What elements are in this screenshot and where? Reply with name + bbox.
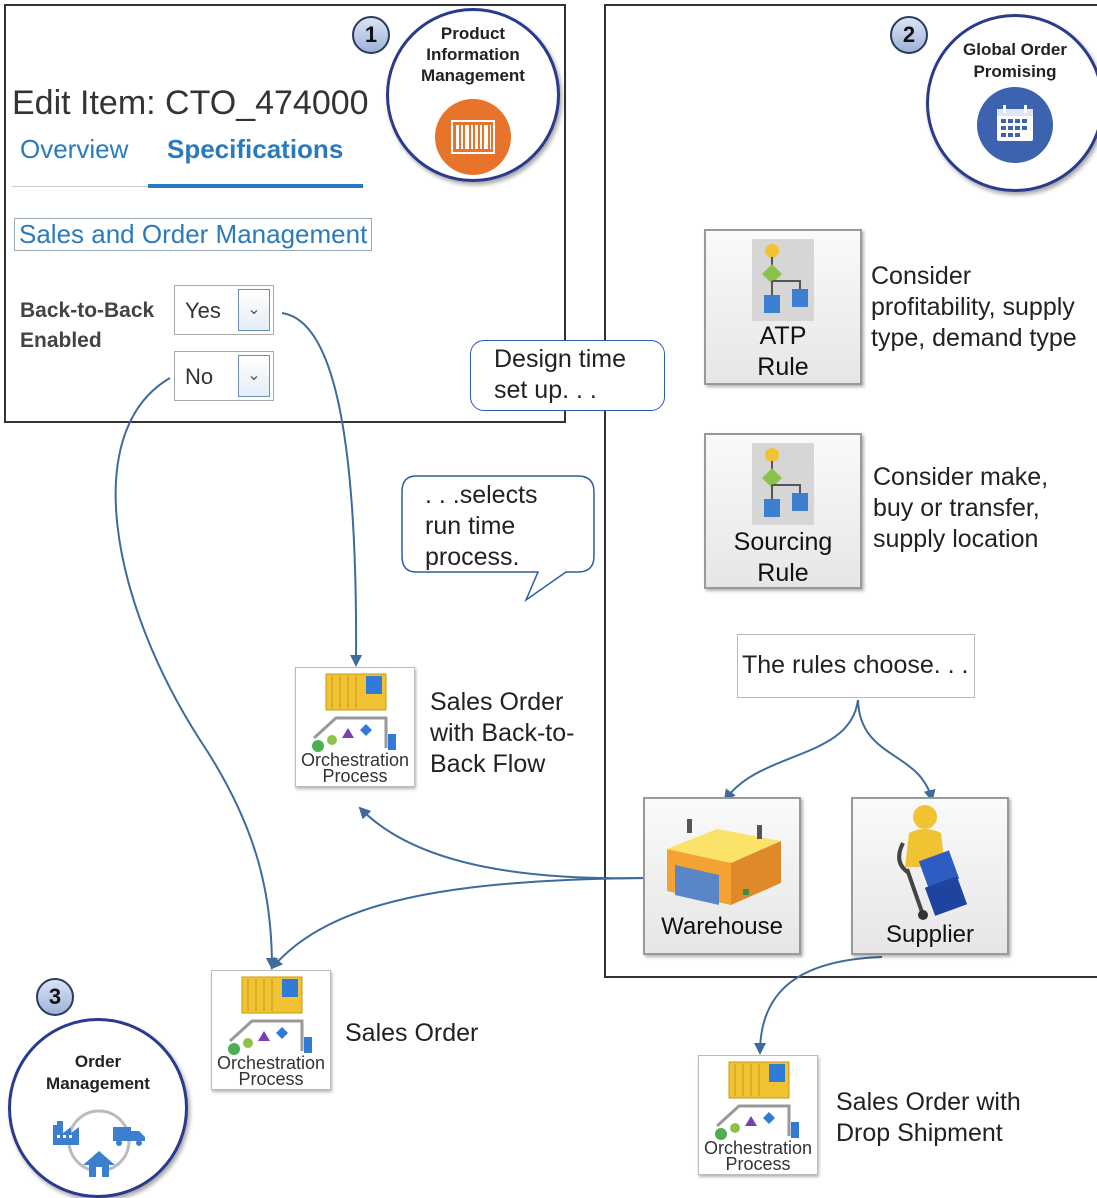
desc-line: supply location [873,525,1039,553]
callout-line: process. [425,543,520,571]
orchestration-process-sales-order: Orchestration Process [211,970,331,1090]
rule-flow-icon [752,443,814,525]
calendar-icon [977,87,1053,163]
supplier-icon [897,805,968,920]
title-line: with Back-to- [430,719,575,747]
desc-line: Consider [871,262,972,290]
arrow-yes-to-b2b [281,312,363,667]
rule-label: Rule [757,353,809,381]
page-title: Edit Item: CTO_474000 [12,84,369,122]
barcode-icon [435,99,511,175]
callout-line: Design time [494,345,626,373]
section-sales-order-management[interactable]: Sales and Order Management [14,218,373,251]
om-badge-line: Order [74,1052,122,1071]
atp-rule-description: Consider profitability, supply type, dem… [871,261,1077,354]
callout-line: run time [425,512,516,540]
arrow-supplier-to-dropship [754,956,883,1055]
supplier-label: Supplier [885,921,975,948]
orchestration-icon [715,1061,799,1140]
pim-badge: Product Information Management [386,8,560,182]
desc-line: Consider make, [873,463,1049,491]
orchestration-process-drop-ship: Orchestration Process [698,1055,818,1175]
rule-label: Rule [757,559,809,587]
title-line: Drop Shipment [836,1119,1003,1147]
orchestration-b2b-title: Sales Order with Back-to- Back Flow [430,687,574,780]
orchestration-drop-ship-title: Sales Order with Drop Shipment [836,1087,1021,1149]
tab-overview[interactable]: Overview [20,134,129,164]
om-badge: Order Management [8,1018,188,1198]
desc-line: profitability, supply [871,293,1075,321]
orch-label: Process [322,766,388,786]
chevron-down-icon[interactable]: ⌄ [238,289,270,331]
rule-label: Sourcing [733,528,833,556]
tab-active-underline [148,184,363,188]
orchestration-process-b2b: Orchestration Process [295,667,415,787]
arrow-no-to-salesorder [114,377,278,970]
atp-rule-tile: ATP Rule [704,229,862,385]
orch-label: Process [725,1154,791,1174]
select-value: No [185,364,214,389]
arrow-warehouse-to-b2b [358,806,646,880]
desc-line: buy or transfer, [873,494,1040,522]
arrow-rules-to-supplier [857,699,936,802]
callout-design-time: Design time set up. . . [470,340,665,411]
arrow-warehouse-to-salesorder [270,877,646,970]
orch-label: Orchestration [300,750,410,770]
field-label: Back-to-Back [20,299,155,322]
rule-label: ATP [759,322,807,350]
callout-line: set up. . . [494,376,597,404]
rules-choose-box: The rules choose. . . [737,634,975,698]
callout-run-time-bubble [401,475,595,603]
step-1-badge: 1 [352,16,390,54]
pim-badge-line: Information [426,45,520,64]
arrow-rules-to-warehouse [723,699,859,802]
orch-label: Process [238,1069,304,1089]
callout-line: . . .selects [425,481,538,509]
factory-truck-home-icon [53,1109,145,1177]
rule-flow-icon [752,239,814,321]
gop-badge: Global Order Promising [926,14,1097,192]
step-2-badge: 2 [890,16,928,54]
desc-line: type, demand type [871,324,1077,352]
title-line: Sales Order with [836,1088,1021,1116]
om-badge-line: Management [46,1074,150,1093]
sourcing-rule-description: Consider make, buy or transfer, supply l… [873,462,1048,555]
title-line: Back Flow [430,750,546,778]
supplier-tile: Supplier [851,797,1009,955]
gop-badge-line: Promising [973,62,1057,81]
gop-badge-line: Global Order [963,40,1067,59]
orchestration-icon [312,673,396,752]
title-line: Sales Order [345,1019,479,1047]
warehouse-icon [667,819,781,905]
tab-specifications[interactable]: Specifications [167,134,344,164]
b2b-select-no[interactable]: No ⌄ [174,351,274,401]
field-label: Enabled [20,329,102,352]
warehouse-tile: Warehouse [643,797,801,955]
title-line: Sales Order [430,688,564,716]
warehouse-label: Warehouse [661,913,783,940]
pim-badge-line: Product [440,24,506,43]
select-value: Yes [185,298,221,323]
orchestration-icon [228,976,312,1055]
pim-badge-line: Management [421,66,525,85]
sourcing-rule-tile: Sourcing Rule [704,433,862,589]
orch-label: Orchestration [703,1138,813,1158]
b2b-select-yes[interactable]: Yes ⌄ [174,285,274,335]
orch-label: Orchestration [216,1053,326,1073]
orchestration-sales-order-title: Sales Order [345,1018,478,1049]
callout-run-time: . . .selects run time process. [425,480,538,573]
step-3-badge: 3 [36,978,74,1016]
chevron-down-icon[interactable]: ⌄ [238,355,270,397]
